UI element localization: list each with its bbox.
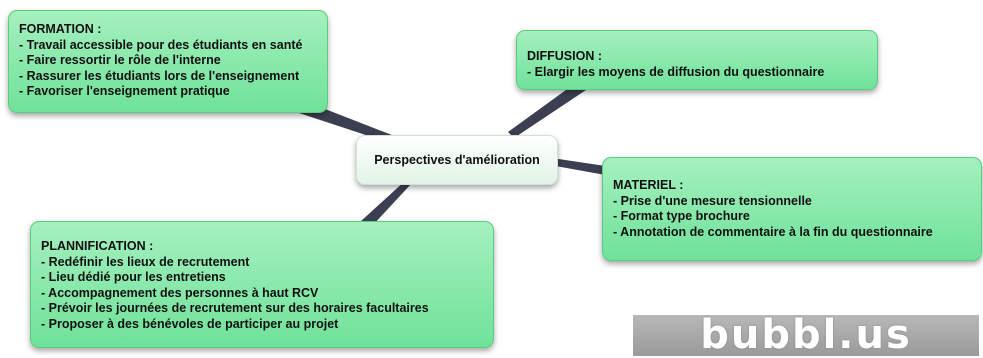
list-item: - Lieu dédié pour les entretiens — [41, 270, 226, 285]
list-item: - Redéfinir les lieux de recrutement — [41, 254, 250, 269]
bubble-materiel[interactable]: MATERIEL : - Prise d'une mesure tensionn… — [602, 157, 982, 261]
list-item: - Faire ressortir le rôle de l'interne — [19, 53, 221, 68]
list-item: - Prévoir les journées de recrutement su… — [41, 301, 429, 316]
connector-diffusion — [508, 74, 598, 138]
list-item: - Format type brochure — [613, 209, 750, 224]
diffusion-list: - Elargir les moyens de diffusion du que… — [527, 65, 867, 81]
central-label: Perspectives d'amélioration — [374, 153, 540, 167]
list-item: - Rassurer les étudiants lors de l'ensei… — [19, 68, 300, 83]
materiel-list: - Prise d'une mesure tensionnelle - Form… — [613, 194, 971, 241]
list-item: - Prise d'une mesure tensionnelle — [613, 193, 812, 208]
central-node[interactable]: Perspectives d'amélioration — [356, 135, 558, 185]
diffusion-title: DIFFUSION : — [527, 49, 602, 63]
list-item: - Elargir les moyens de diffusion du que… — [527, 64, 825, 79]
list-item: - Proposer à des bénévoles de participer… — [41, 316, 339, 331]
plannification-title: PLANNIFICATION : — [41, 239, 154, 253]
list-item: - Accompagnement des personnes à haut RC… — [41, 285, 319, 300]
watermark-text: bubbl.us — [700, 312, 912, 358]
bubble-formation[interactable]: FORMATION : - Travail accessible pour de… — [8, 10, 328, 113]
list-item: - Travail accessible pour des étudiants … — [19, 37, 303, 52]
formation-list: - Travail accessible pour des étudiants … — [19, 38, 317, 100]
formation-title: FORMATION : — [19, 22, 102, 36]
bubble-diffusion[interactable]: DIFFUSION : - Elargir les moyens de diff… — [516, 30, 878, 90]
list-item: - Annotation de commentaire à la fin du … — [613, 224, 933, 239]
list-item: - Favoriser l'enseignement pratique — [19, 84, 230, 99]
connector-plannification — [360, 180, 412, 226]
bubblus-logo: bubbl.us — [633, 315, 979, 356]
materiel-title: MATERIEL : — [613, 178, 684, 192]
bubble-plannification[interactable]: PLANNIFICATION : - Redéfinir les lieux d… — [30, 221, 494, 348]
plannification-list: - Redéfinir les lieux de recrutement - L… — [41, 255, 483, 333]
